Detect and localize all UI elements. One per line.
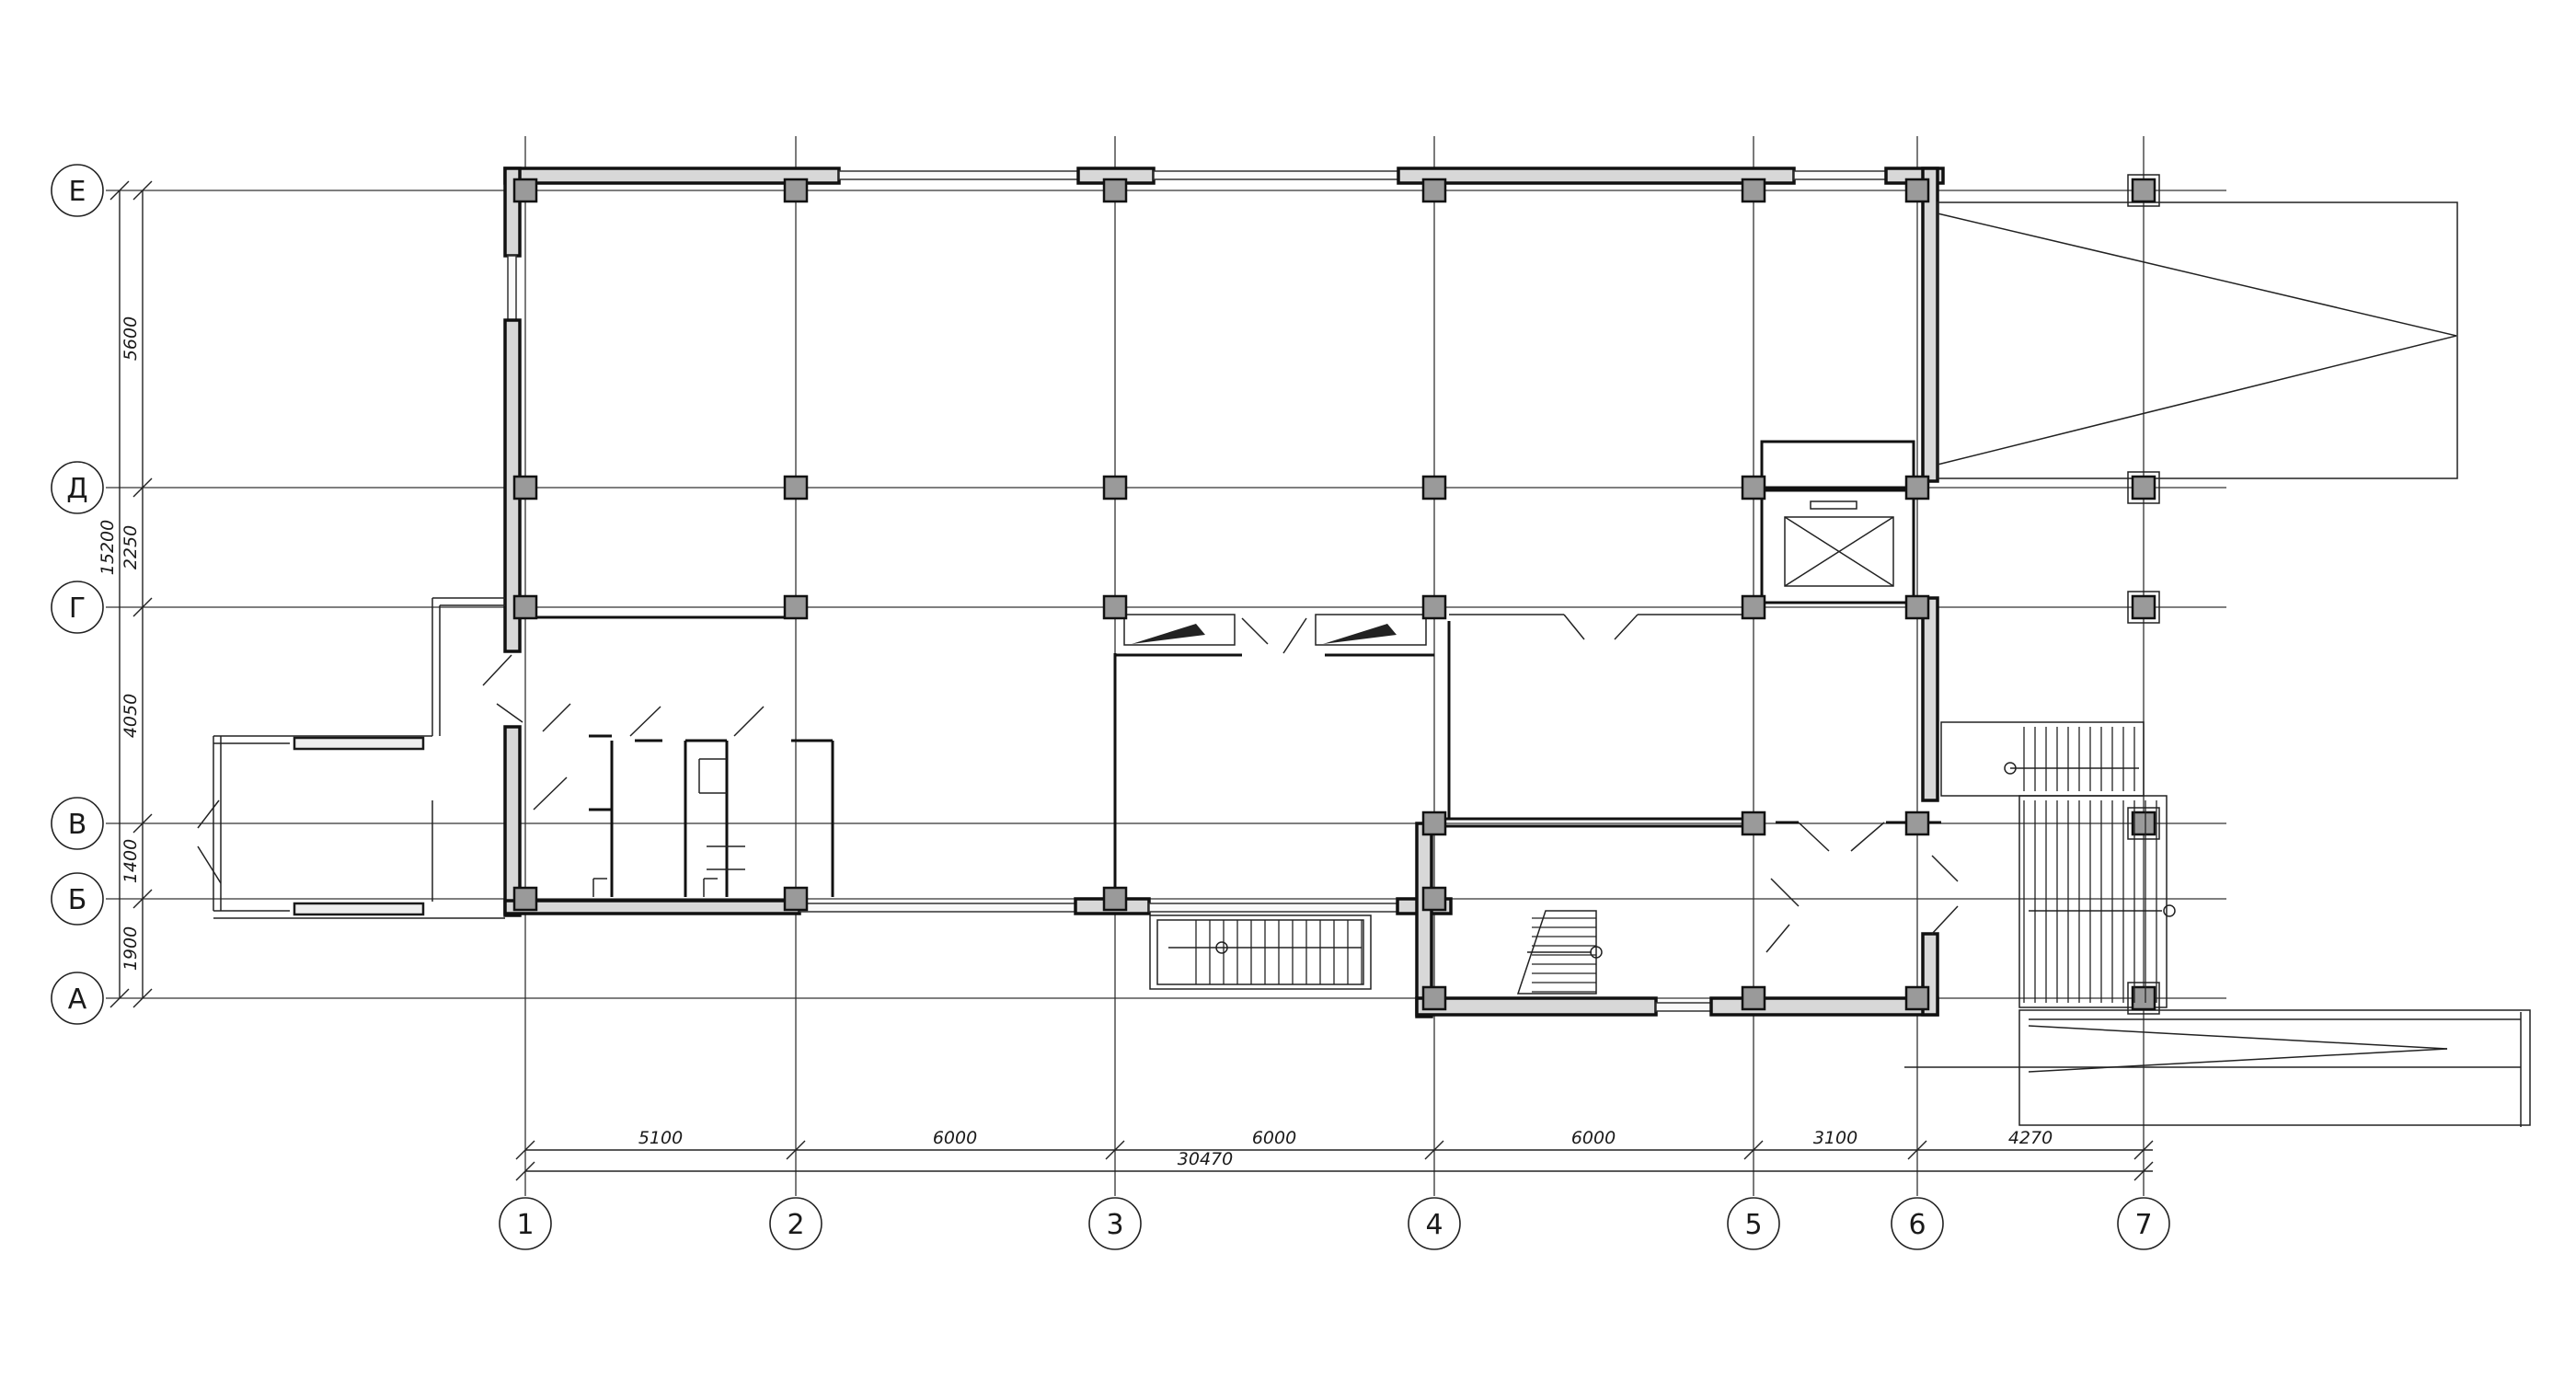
col-label-6: 6	[1908, 1209, 1926, 1241]
row-label-v: В	[68, 809, 87, 841]
left-dim-total: 15200	[98, 520, 118, 575]
interior-fixtures	[1123, 440, 1915, 646]
bottom-dim-2: 6000	[933, 1128, 977, 1148]
row-label-e: Е	[69, 176, 86, 208]
structural-columns	[512, 174, 2160, 1015]
bottom-dim-4: 6000	[1571, 1128, 1616, 1148]
row-axis-markers: Е Д Г В Б А	[51, 164, 104, 1025]
ramp-bottom	[1904, 1009, 2531, 1127]
col-label-2: 2	[787, 1209, 804, 1241]
door-swings	[197, 614, 1959, 953]
row-label-b: Б	[68, 884, 87, 916]
bottom-dim-5: 3100	[1813, 1128, 1857, 1148]
stairs-inner	[1516, 910, 1603, 995]
col-label-7: 7	[2134, 1209, 2152, 1241]
bottom-dimension-chain: 5100 6000 6000 6000 3100 4270 30470	[515, 1128, 2154, 1181]
grid-lines	[106, 136, 2226, 1196]
stairs-lower	[1149, 914, 1372, 990]
interior-walls	[525, 614, 1941, 897]
left-dim-2: 2250	[121, 525, 141, 569]
left-dim-5: 1900	[121, 926, 141, 971]
left-dim-4: 1400	[121, 839, 141, 883]
stairs-right	[1940, 721, 2176, 1008]
row-label-d: Д	[66, 473, 87, 505]
bottom-dim-total: 30470	[1178, 1149, 1233, 1169]
bottom-dim-3: 6000	[1252, 1128, 1296, 1148]
col-label-4: 4	[1425, 1209, 1443, 1241]
bottom-dim-6: 4270	[2008, 1128, 2053, 1148]
col-label-5: 5	[1744, 1209, 1762, 1241]
bottom-dim-1: 5100	[638, 1128, 683, 1148]
column-axis-markers: 1 2 3 4 5 6 7	[499, 1197, 2170, 1250]
left-dim-1: 5600	[121, 316, 141, 361]
left-dim-3: 4050	[121, 694, 141, 738]
left-annex	[213, 597, 505, 919]
col-label-1: 1	[516, 1209, 534, 1241]
canopy-right	[1937, 201, 2458, 479]
exterior-walls	[503, 167, 1945, 1018]
row-label-a: А	[68, 983, 87, 1016]
left-dimension-chain: 5600 2250 4050 1400 1900 15200	[98, 180, 153, 1008]
row-label-g: Г	[69, 592, 86, 625]
col-label-3: 3	[1106, 1209, 1123, 1241]
